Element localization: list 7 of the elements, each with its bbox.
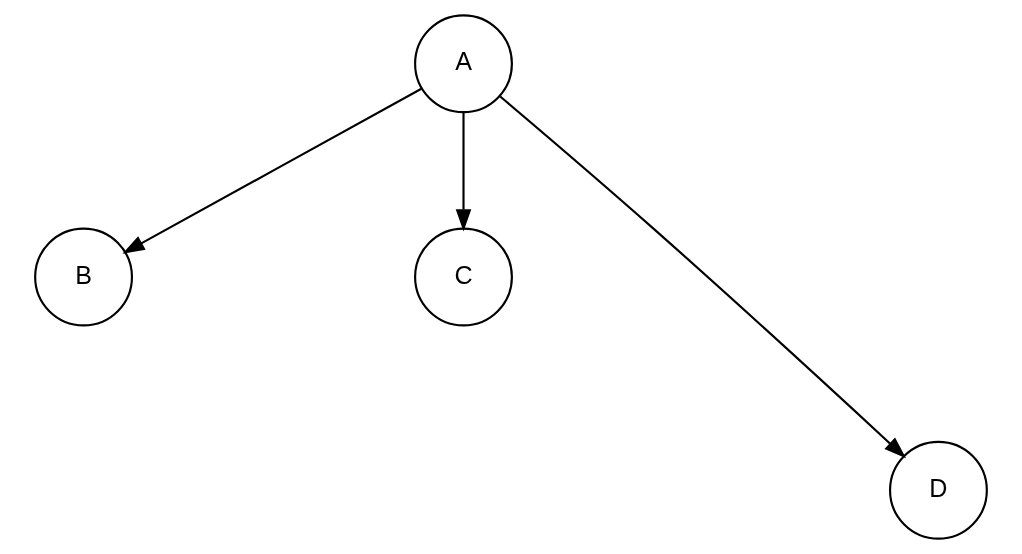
- arrow: [122, 87, 422, 254]
- arrow: [499, 95, 907, 459]
- node-circle: A: [414, 14, 513, 114]
- arrow: [455, 112, 472, 232]
- node-circle: B: [34, 227, 134, 327]
- node-circle: C: [414, 227, 513, 327]
- node-circle: D: [888, 440, 988, 540]
